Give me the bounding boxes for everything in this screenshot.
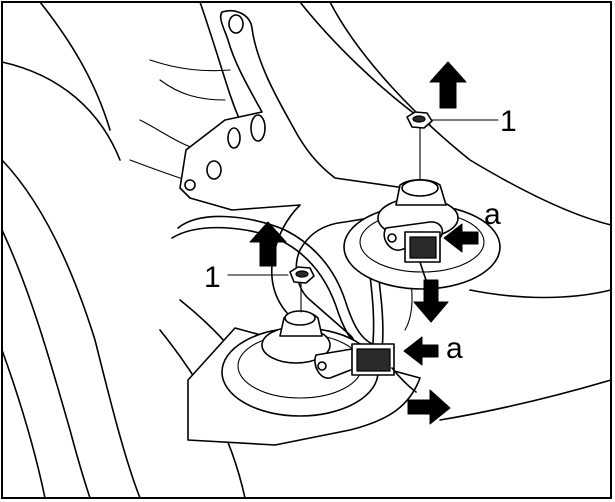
upper-connector-release-arrow	[443, 223, 479, 253]
upper-connector-pull-arrow	[413, 279, 449, 323]
upper-nut	[406, 111, 433, 181]
lower-connector-release-arrow	[403, 336, 439, 366]
horn-bracket	[149, 10, 422, 355]
lower-connector	[351, 343, 417, 393]
lower-nut-up-arrow	[249, 221, 287, 267]
callout-nut-lower: 1	[204, 261, 221, 294]
lower-nut	[289, 266, 315, 313]
callout-connector-upper: a	[484, 198, 501, 231]
callout-leaders	[227, 119, 499, 276]
callout-nut-upper: 1	[500, 105, 517, 138]
lower-connector-pull-arrow	[407, 389, 451, 425]
callout-connector-lower: a	[446, 332, 463, 365]
lower-horn	[187, 310, 421, 446]
upper-nut-up-arrow	[429, 61, 467, 109]
